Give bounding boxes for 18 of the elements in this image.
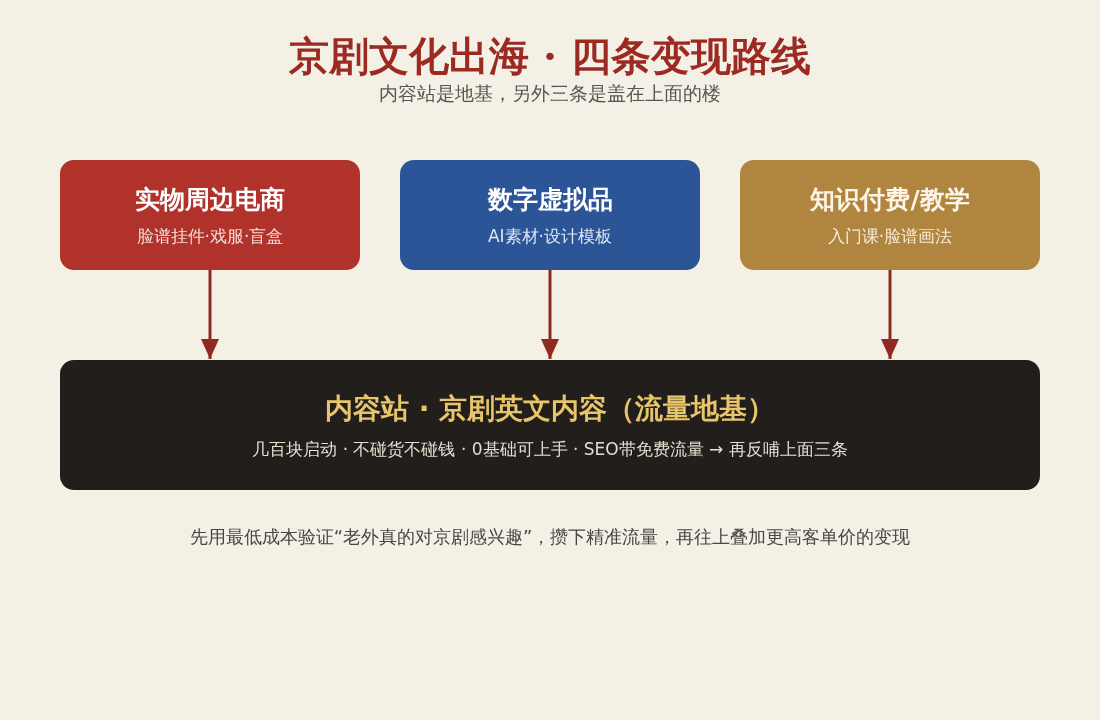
category-box <box>60 160 360 270</box>
arrow <box>201 270 219 359</box>
category-box <box>60 360 1040 490</box>
title: 京剧文化出海 · 四条变现路线 <box>288 31 812 81</box>
box-title: 数字虚拟品 <box>487 183 613 216</box>
box-subtitle: AI素材·设计模板 <box>487 224 612 248</box>
box-subtitle: 几百块启动 · 不碰货不碰钱 · 0基础可上手 · SEO带免费流量 → 再反哺上面三条 <box>252 437 848 461</box>
box-title: 内容站 · 京剧英文内容（流量地基） <box>324 390 776 427</box>
category-box <box>400 160 700 270</box>
box-subtitle: 脸谱挂件·戏服·盲盒 <box>136 224 284 248</box>
category-box <box>740 160 1040 270</box>
box-title: 实物周边电商 <box>135 183 285 216</box>
caption: 先用最低成本验证“老外真的对京剧感兴趣”，攒下精准流量，再往上叠加更高客单价的变现 <box>188 525 912 549</box>
box-subtitle: 入门课·脸谱画法 <box>827 224 953 248</box>
arrow <box>881 270 899 359</box>
arrow <box>541 270 559 359</box>
subtitle: 内容站是地基，另外三条是盖在上面的楼 <box>378 81 722 106</box>
box-title: 知识付费/教学 <box>810 183 970 216</box>
